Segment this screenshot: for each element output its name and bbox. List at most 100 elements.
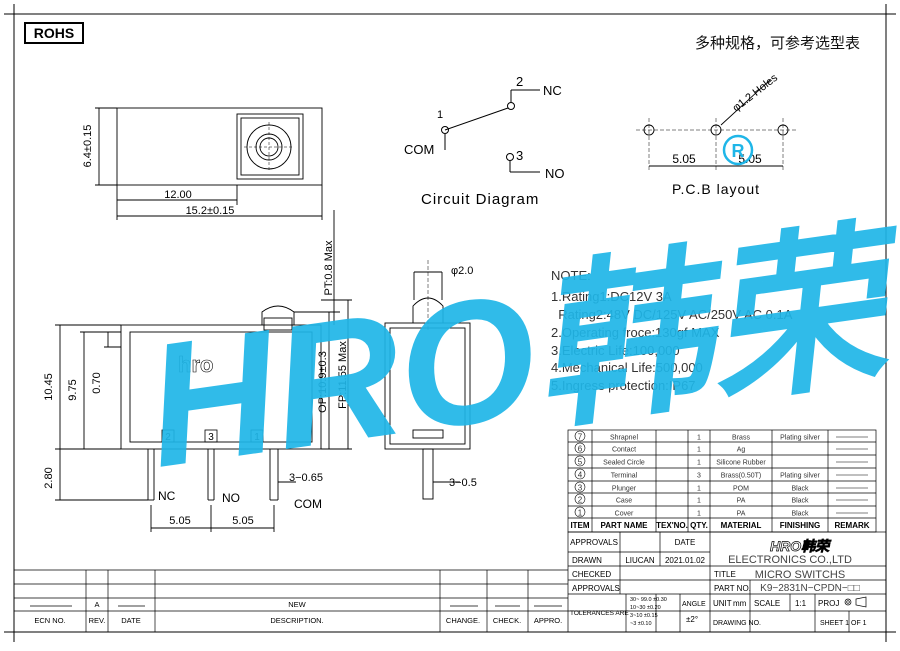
pt-dim: PT:0.8 Max: [323, 240, 335, 296]
tolerance-row: 30~ 99.0 ±0.30: [630, 597, 667, 603]
bom-item-circle: [574, 506, 586, 518]
bom-finishing: Black: [791, 498, 809, 505]
selection-note: 多种规格，可参考选型表: [694, 34, 860, 52]
rev-header-change: CHANGE.: [446, 616, 480, 625]
date-header: DATE: [675, 538, 696, 547]
note-line: 5.Ingress protection:IP67: [551, 378, 696, 393]
pin-num-3: 3: [208, 432, 214, 443]
bom-header-name: PART NAME: [601, 521, 649, 530]
bom-qty: 1: [697, 460, 701, 467]
note-line: 2.Operating froce:130gf MAX: [551, 325, 720, 340]
watermark-text: HRO韩荣: [136, 205, 900, 505]
note-line: 4.Mechanical Life:500,000: [551, 360, 703, 375]
drawing-title: MICRO SWITCHS: [755, 569, 845, 581]
bom-headers: ITEM PART NAME TEX'NO. QTY. MATERIAL FIN…: [570, 521, 869, 530]
circuit-diagram: [441, 89, 540, 173]
note-line: 3.Electric Life:100,000: [551, 343, 680, 358]
rohs-badge: ROHS: [24, 22, 84, 44]
side-view: [384, 260, 471, 500]
tolerance-row: 3~10 ±0.15: [630, 613, 658, 619]
sheet-label: SHEET 1 OF 1: [820, 620, 867, 627]
bom-material: PA: [737, 498, 746, 505]
bom-qty: 1: [697, 435, 701, 442]
bom-material: Silicone Rubber: [716, 460, 766, 467]
company-logo: HRO韩荣: [770, 538, 832, 554]
bom-item-number: 5: [578, 458, 583, 467]
pin3-label: 3: [516, 148, 523, 163]
sheet-border: [13, 13, 887, 633]
bom-header-remark: REMARK: [834, 521, 869, 530]
bom-header-tex: TEX'NO.: [656, 521, 688, 530]
holes-label: φ1.2 Holes: [730, 72, 780, 115]
bom-finishing: Black: [791, 486, 809, 493]
note-line: Rating2:48V DC/125V AC/250V AC 0.1A: [551, 307, 793, 322]
pcb-layout: [636, 79, 796, 170]
title-block-text: APPROVALS DATE DRAWN LIUCAN 2021.01.02 C…: [570, 538, 867, 627]
rev-header-ecn: ECN NO.: [34, 616, 65, 625]
fp-dim: FP:11.55 Max: [337, 341, 349, 409]
bom-qty: 3: [697, 473, 701, 480]
hro-logo-mark: hro: [178, 352, 213, 377]
revision-block: [14, 569, 568, 632]
front-nc-label: NC: [158, 489, 176, 503]
top-len1-dim: 12.00: [164, 189, 192, 201]
bom-qty: 1: [697, 498, 701, 505]
projection-symbol-icon: [844, 596, 867, 608]
circuit-title: Circuit Diagram: [421, 191, 539, 208]
angle-label: ANGLE: [682, 601, 706, 608]
bom-finishing: Black: [791, 511, 809, 518]
title-label: TITLE: [714, 570, 736, 579]
front-com-label: COM: [294, 497, 322, 511]
approvals-header: APPROVALS: [570, 538, 618, 547]
nc-label: NC: [543, 83, 562, 98]
side-pinw-dim: 3−0.5: [449, 477, 477, 489]
front-pitch1-dim: 5.05: [169, 515, 190, 527]
front-h3-dim: 0.70: [91, 372, 103, 393]
bom-finishing: Plating silver: [780, 435, 820, 442]
bom-finishing: Plating silver: [780, 473, 820, 480]
watermark: HRO韩荣: [136, 205, 900, 505]
op-dim: OP:10.9±0.3: [317, 351, 329, 413]
front-pitch2-dim: 5.05: [232, 515, 253, 527]
unit-value: mm: [733, 599, 747, 608]
bom-item-number: 2: [578, 496, 583, 505]
bom-item-circle: [574, 455, 586, 467]
bom-item-circle: [574, 481, 586, 493]
partno-label: PART NO.: [714, 584, 751, 593]
bom-part-name: Terminal: [611, 473, 638, 480]
approvals-label: APPROVALS: [572, 584, 620, 593]
angle-value: ±2°: [686, 615, 698, 624]
rev-header-appro: APPRO.: [534, 616, 562, 625]
bom-qty: 1: [697, 511, 701, 518]
registered-mark-icon: [722, 134, 754, 166]
top-len2-dim: 15.2±0.15: [186, 205, 235, 217]
front-pinlen-dim: 2.80: [43, 467, 55, 488]
top-height-dim: 6.4±0.15: [82, 125, 94, 168]
bom-material: Brass(0.50T): [721, 473, 761, 480]
bom-header-qty: QTY.: [690, 521, 708, 530]
notes-title: NOTE:: [551, 268, 591, 283]
rev-header-description: DESCRIPTION.: [270, 616, 323, 625]
bom-qty: 1: [697, 486, 701, 493]
front-pinw-dim: 3−0.65: [289, 472, 323, 484]
bom-part-name: Sealed Circle: [603, 460, 645, 467]
bom-part-name: Case: [616, 498, 632, 505]
company-name: ELECTRONICS CO.,LTD: [728, 554, 852, 566]
pin-num-1: 1: [254, 432, 260, 443]
rev-header-check: CHECK.: [493, 616, 521, 625]
pin2-label: 2: [516, 74, 523, 89]
checked-label: CHECKED: [572, 570, 611, 579]
bom-qty: 1: [697, 447, 701, 454]
tolerance-row: 10~30 ±0.20: [630, 605, 661, 611]
pin-number-boxes: [161, 429, 264, 443]
revision-text: A NEW ECN NO. REV. DATE DESCRIPTION. CHA…: [34, 600, 562, 625]
bom-item-number: 3: [578, 484, 583, 493]
rev-header-date: DATE: [121, 616, 140, 625]
rev-value: A: [94, 600, 99, 609]
bom-material: POM: [733, 486, 749, 493]
bom-item-number: 6: [578, 445, 583, 454]
bom-part-name: Shrapnel: [610, 435, 638, 442]
